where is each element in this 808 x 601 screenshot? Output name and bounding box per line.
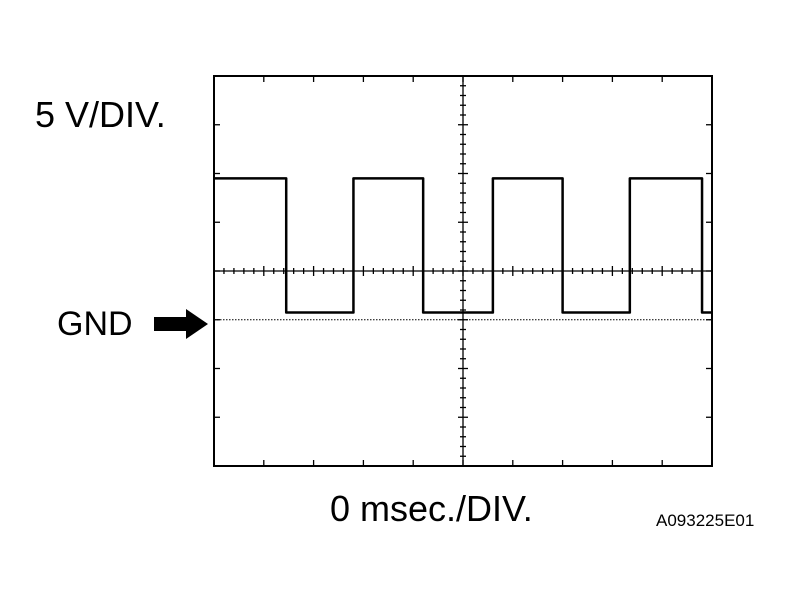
volts-per-div-label: 5 V/DIV. xyxy=(35,94,166,135)
figure-id-label: A093225E01 xyxy=(656,511,755,530)
time-per-div-label: 0 msec./DIV. xyxy=(330,488,533,529)
graticule xyxy=(213,75,713,467)
signal-trace xyxy=(214,177,712,314)
ground-arrow-icon xyxy=(154,309,208,339)
ground-label: GND xyxy=(57,305,133,343)
